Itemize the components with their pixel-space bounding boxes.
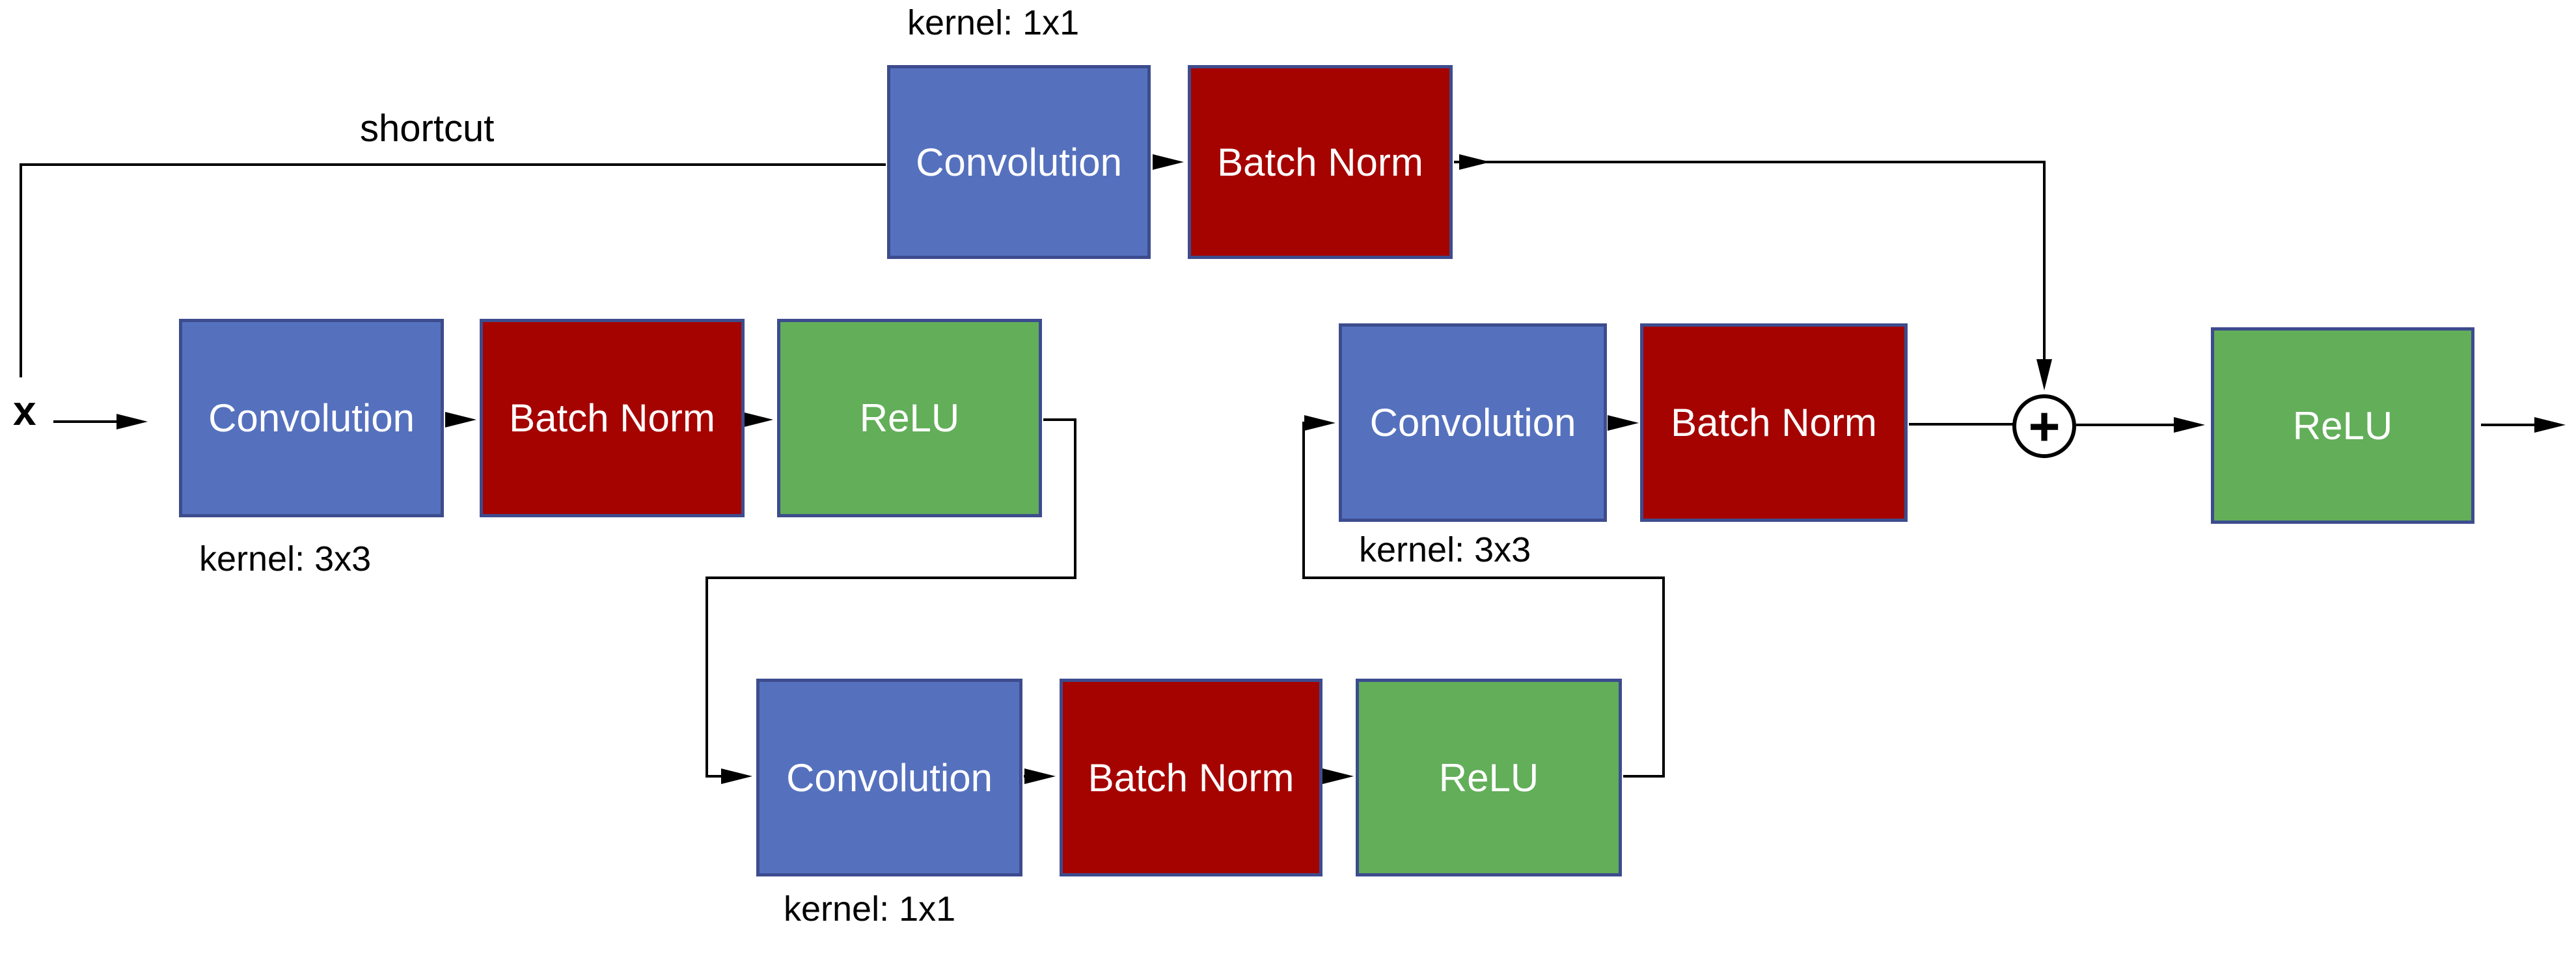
block-label: Batch Norm [509,396,715,440]
kernel-label-row3: kernel: 3x3 [1359,530,1531,569]
block-row3-batch-norm: Batch Norm [1640,323,1908,522]
block-label: Batch Norm [1088,755,1295,800]
block-row3-convolution: Convolution [1339,323,1607,522]
block-row2-convolution: Convolution [756,679,1022,876]
shortcut-label: shortcut [360,107,495,150]
kernel-label-row2: kernel: 1x1 [784,889,956,929]
block-row1-relu: ReLU [777,319,1042,517]
block-row2-relu: ReLU [1356,679,1622,876]
edge-row1-relu-to-row2-conv [706,418,1076,784]
block-label: Convolution [208,396,415,440]
block-label: ReLU [1438,755,1539,800]
block-label: Convolution [1369,401,1576,444]
block-label: ReLU [2292,403,2393,448]
block-row2-batch-norm: Batch Norm [1060,679,1322,876]
block-row1-batch-norm: Batch Norm [480,319,745,517]
block-shortcut-convolution: Convolution [887,65,1151,259]
block-label: ReLU [859,396,960,440]
edge-row2-relu-to-row3-conv [1302,415,1665,778]
input-label: x [13,387,36,434]
block-final-relu: ReLU [2211,327,2474,524]
kernel-label-row1: kernel: 3x3 [199,539,372,578]
kernel-label-shortcut: kernel: 1x1 [907,3,1080,42]
add-node-circle [2012,394,2076,458]
edge-shortcut-to-add [1454,161,2052,390]
block-label: Convolution [916,140,1122,184]
plus-icon: + [2028,396,2060,457]
block-label: Batch Norm [1217,140,1423,184]
block-label: Convolution [786,755,993,800]
block-row1-convolution: Convolution [179,319,444,517]
edge-shortcut-branch [20,163,886,377]
block-shortcut-batch-norm: Batch Norm [1188,65,1453,259]
block-label: Batch Norm [1671,401,1877,444]
